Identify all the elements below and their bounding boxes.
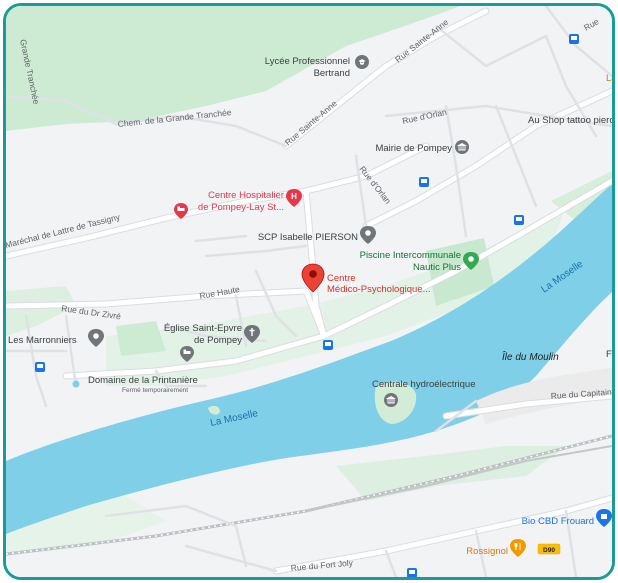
bus-stop-icon[interactable] [514, 215, 524, 225]
grass-south-bank [336, 446, 566, 501]
poi-label-eglise-line1: Église Saint-Epvre [164, 323, 242, 334]
poi-marronniers[interactable]: Les Marronniers [8, 329, 104, 347]
poi-bio-cbd[interactable]: Bio CBD Frouard [522, 509, 612, 527]
poi-label-medical-line2: Médico-Psychologique... [327, 284, 431, 295]
poi-label-scp: SCP Isabelle PIERSON [258, 232, 358, 243]
restaurant-icon [510, 539, 526, 557]
poi-centrale[interactable]: Centrale hydroélectrique [372, 379, 476, 407]
town-hall-icon [455, 140, 469, 154]
park-eglise [116, 321, 166, 356]
hotel-bed-icon [180, 346, 194, 362]
islet-small [208, 405, 220, 415]
poi-label-lycee-line2: Bertrand [314, 68, 350, 79]
shopping-bag-icon [596, 509, 612, 527]
poi-hospital[interactable]: Centre Hospitalier de Pompey-Lay St... H [198, 189, 302, 213]
poi-scp[interactable]: SCP Isabelle PIERSON [258, 226, 376, 244]
poi-label-piscine-line2: Nautic Plus [413, 262, 461, 273]
poi-selected-centre-medico[interactable]: Centre Médico-Psychologique... [301, 263, 431, 295]
road-shield-d90: D90 [537, 543, 561, 555]
place-pin-icon [360, 226, 376, 244]
poi-label-hospital-line2: de Pompey-Lay St... [198, 202, 284, 213]
poi-label-lycee-line1: Lycée Professionnel [265, 56, 350, 67]
church-cross-icon [244, 325, 260, 343]
school-icon [355, 55, 369, 69]
poi-label-bio-cbd: Bio CBD Frouard [522, 516, 594, 527]
street-label-rue-capitaine: Rue du Capitaine [550, 386, 612, 401]
grass-area-left [6, 286, 76, 336]
poi-lycee[interactable]: Lycée Professionnel Bertrand [265, 55, 369, 79]
hospital-icon: H [286, 189, 302, 207]
poi-label-piscine-line1: Piscine Intercommunale [360, 250, 461, 261]
bus-stop-icon[interactable] [419, 177, 429, 187]
poi-label-rossignol: Rossignol [466, 546, 508, 557]
hotel-bed-icon[interactable] [174, 203, 188, 219]
poi-label-edge-right: La [606, 73, 612, 84]
poi-label-hospital-line1: Centre Hospitalier [208, 190, 284, 201]
bus-stop-icon[interactable] [569, 34, 579, 44]
poi-dot [72, 380, 80, 388]
landmark-icon [384, 393, 398, 407]
map-canvas[interactable]: Grande Tranchée Chem. de la Grande Tranc… [6, 6, 612, 577]
poi-label-edge-right2: F [606, 349, 612, 360]
poi-label-centrale: Centrale hydroélectrique [372, 379, 476, 390]
bus-stop-icon[interactable] [35, 362, 45, 372]
railway-line-2 [305, 445, 612, 512]
poi-label-marronniers: Les Marronniers [8, 335, 77, 346]
bus-stop-icon[interactable] [323, 340, 333, 350]
grass-riverbank-north [106, 206, 566, 386]
forest-area-top-left [6, 6, 461, 131]
poi-piscine[interactable]: Piscine Intercommunale Nautic Plus [360, 250, 479, 273]
park-tree-icon [463, 252, 479, 270]
poi-label-mairie: Mairie de Pompey [375, 143, 452, 154]
poi-domaine[interactable]: Domaine de la Printanière Fermé temporai… [72, 346, 198, 394]
location-pin-icon [301, 263, 325, 293]
poi-eglise[interactable]: Église Saint-Epvre de Pompey [164, 323, 260, 346]
svg-text:H: H [291, 192, 297, 201]
poi-label-domaine-status: Fermé temporairement [122, 387, 188, 394]
bus-stop-icon[interactable] [407, 568, 417, 577]
poi-label-eglise-line2: de Pompey [194, 335, 242, 346]
poi-mairie[interactable]: Mairie de Pompey [375, 140, 469, 154]
railway-ties [6, 435, 612, 555]
island-du-moulin [476, 368, 612, 424]
road-shield-d90-label: D90 [543, 547, 555, 554]
poi-rossignol[interactable]: Rossignol [466, 539, 526, 557]
island-label-ile-du-moulin: Île du Moulin [502, 350, 559, 363]
poi-label-domaine: Domaine de la Printanière [88, 375, 198, 386]
moselle-river [6, 184, 612, 534]
poi-label-medical-line1: Centre [327, 273, 356, 284]
place-pin-icon [88, 329, 104, 347]
poi-label-au-shop[interactable]: Au Shop tattoo pierc [528, 115, 612, 126]
map-frame[interactable]: Grande Tranchée Chem. de la Grande Tranc… [3, 3, 615, 580]
